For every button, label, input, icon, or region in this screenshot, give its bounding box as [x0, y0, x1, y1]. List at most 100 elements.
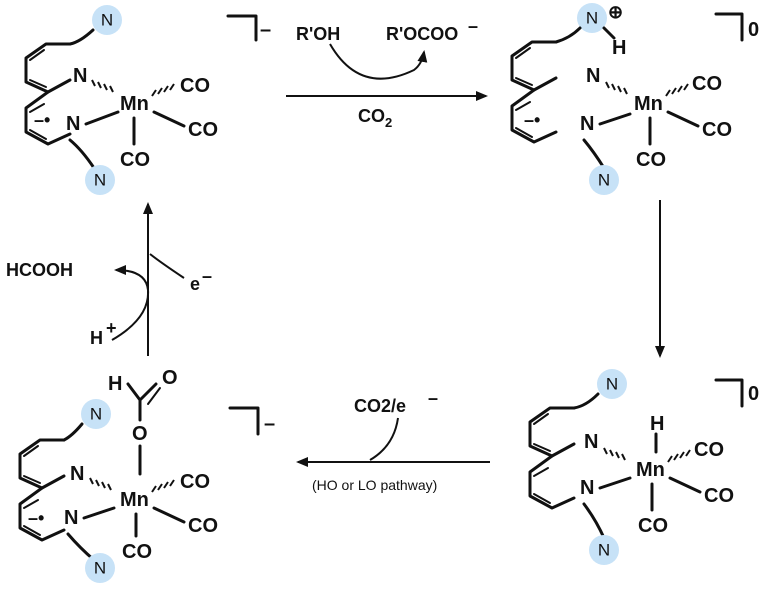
curved-arrow-co2-electron	[369, 417, 399, 461]
manganese-center: Mn	[634, 93, 663, 115]
carbonyl-ligand-1: CO	[180, 75, 210, 97]
pyridine-double-bonds-lower	[23, 499, 41, 536]
pyridine-double-bonds-lower	[515, 101, 533, 138]
hashed-bond-n-mn	[89, 477, 112, 491]
hashed-bond-n-mn	[91, 79, 114, 93]
pyridine-n-lower: N	[66, 113, 80, 135]
charge-bracket	[714, 12, 744, 42]
pendant-amine-bubble-lower	[85, 165, 115, 195]
carbonyl-ligand-2: CO	[704, 485, 734, 507]
hashed-bond-n-mn	[605, 81, 628, 95]
pyridine-double-bonds-lower	[29, 103, 47, 140]
pyridine-n-upper: N	[73, 65, 87, 87]
proton-charge: +	[106, 318, 117, 338]
pyridine-double-bonds	[23, 445, 41, 484]
pendant-amine-bubble	[92, 5, 122, 35]
reagent-co2-electron: CO2/e	[354, 396, 406, 416]
step-formic-acid-release: HCOOH e – H +	[6, 202, 212, 356]
linker-bond-lower	[66, 532, 96, 562]
pyridine-n-upper: N	[586, 65, 600, 87]
carbonyl-ligand-2: CO	[188, 515, 218, 537]
charge-bracket	[226, 14, 258, 42]
pendant-amine-label-lower: N	[598, 171, 610, 190]
pyridine-double-bonds	[29, 49, 47, 88]
hydride-label: H	[650, 413, 664, 435]
electron-charge: –	[202, 266, 212, 286]
linker-bond	[68, 28, 95, 46]
hashed-bond-n-mn	[603, 447, 626, 461]
carbonyl-ligand-2: CO	[702, 119, 732, 141]
manganese-center: Mn	[120, 489, 149, 511]
pendant-amine-bubble-lower	[589, 535, 619, 565]
linker-bond	[554, 26, 582, 44]
pendant-amine-label: N	[586, 9, 598, 28]
pyridine-ring-upper	[18, 438, 66, 490]
pyridine-double-bonds-lower	[533, 467, 551, 504]
pyridine-n-lower: N	[580, 477, 594, 499]
pendant-amine-label-lower: N	[94, 559, 106, 578]
pendant-amine-label: N	[101, 11, 113, 30]
formate-c-o-double-bond	[147, 387, 161, 405]
carbonyl-ligand-1: CO	[180, 471, 210, 493]
ammonium-hydrogen: H	[612, 37, 626, 59]
curved-arrow-formic-acid	[111, 265, 150, 341]
hashed-bond-mn-co	[667, 449, 691, 463]
charge-label: 0	[748, 19, 759, 41]
reagent-co2: CO2	[358, 106, 392, 130]
hashed-bond-mn-co	[151, 83, 175, 97]
pyridine-ring-lower	[510, 88, 558, 144]
carbonate-charge: –	[468, 16, 478, 36]
formate-hydrogen: H	[108, 373, 122, 395]
complex-top-right: N ⊕ H N –• N N Mn CO CO CO 0	[510, 2, 759, 195]
hashed-bond-mn-co	[665, 83, 689, 97]
pyridine-ring-lower	[18, 486, 66, 542]
radical-anion-mark: –•	[28, 508, 44, 528]
linker-bond-lower	[582, 502, 606, 540]
manganese-center: Mn	[120, 93, 149, 115]
ammonium-charge: ⊕	[608, 2, 623, 22]
carbonyl-ligand-3: CO	[122, 541, 152, 563]
pendant-amine-label-lower: N	[598, 541, 610, 560]
pyridine-ring-upper	[510, 40, 558, 92]
step-co2-activation: R'OH R'OCOO – CO2	[286, 16, 488, 130]
carbonyl-ligand-3: CO	[636, 149, 666, 171]
pendant-amine-bubble	[577, 3, 607, 33]
carbonyl-ligand-3: CO	[638, 515, 668, 537]
linker-bond	[572, 392, 600, 410]
complex-bottom-left: H O O N N –• N N Mn CO CO CO –	[18, 367, 275, 583]
charge-label: –	[260, 19, 271, 41]
radical-anion-mark: –•	[524, 110, 540, 130]
pyridine-ring-lower	[528, 454, 576, 510]
wedge-bond-n-mn	[598, 112, 632, 126]
manganese-center: Mn	[636, 459, 665, 481]
curved-arrow-electron	[149, 253, 185, 279]
pendant-amine-label: N	[90, 405, 102, 424]
linker-bond-lower	[582, 138, 606, 170]
pyridine-ring-upper	[528, 406, 576, 458]
charge-label: 0	[748, 383, 759, 405]
wedge-bond-mn-co	[668, 476, 702, 494]
wedge-bond-n-mn	[598, 476, 632, 490]
hashed-bond-mn-co	[151, 479, 175, 493]
product-formic-acid: HCOOH	[6, 260, 73, 280]
pyridine-n-upper: N	[70, 463, 84, 485]
complex-bottom-right: N N N N H Mn CO CO CO 0	[528, 369, 759, 565]
charge-bracket	[228, 406, 260, 436]
formate-oxygen: O	[132, 423, 148, 445]
pendant-amine-bubble	[81, 399, 111, 429]
formate-carbonyl-oxygen: O	[162, 367, 178, 389]
wedge-bond-n-mn	[84, 110, 120, 126]
product-carbonate: R'OCOO	[386, 24, 458, 44]
pendant-amine-label: N	[606, 375, 618, 394]
pathway-note: (HO or LO pathway)	[312, 477, 437, 493]
carbonyl-ligand-3: CO	[120, 149, 150, 171]
pendant-amine-label-lower: N	[94, 171, 106, 190]
wedge-bond-mn-co	[152, 110, 186, 128]
electron-charge: –	[428, 388, 438, 408]
reagent-alcohol: R'OH	[296, 24, 340, 44]
pendant-amine-bubble	[597, 369, 627, 399]
complex-top-left: N N –• N N Mn CO CO CO –	[24, 5, 271, 195]
wedge-bond-mn-co	[152, 506, 186, 524]
step-hydride-transfer: CO2/e – (HO or LO pathway)	[296, 388, 490, 493]
